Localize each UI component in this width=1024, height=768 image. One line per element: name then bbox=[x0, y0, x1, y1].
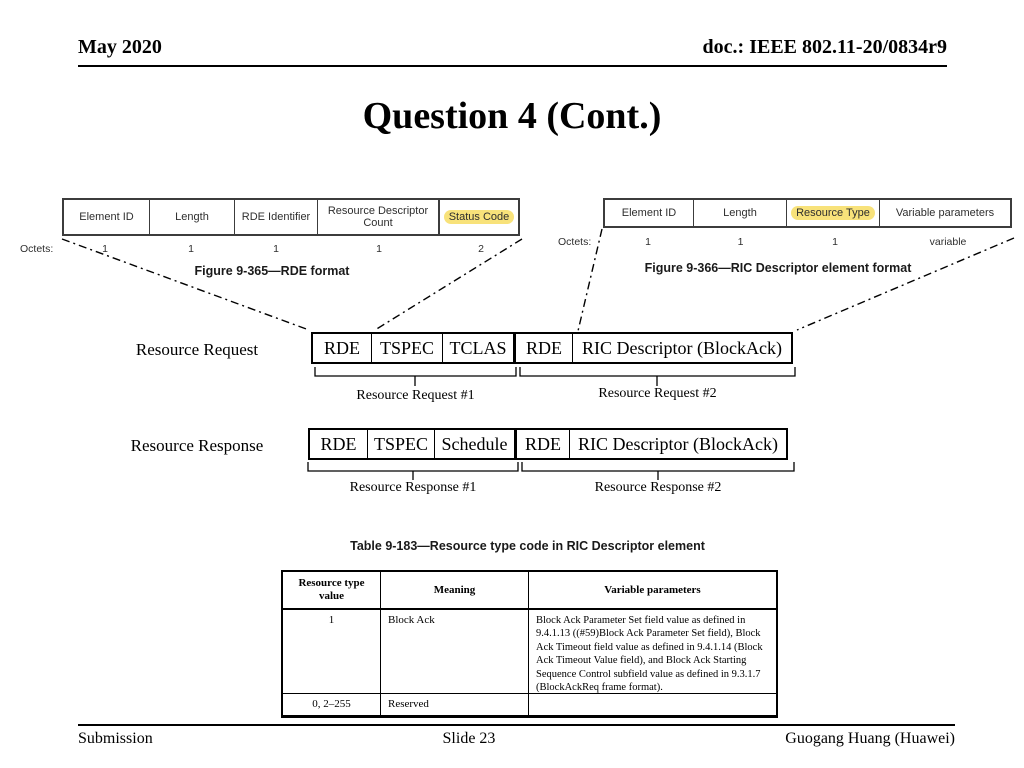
col-header-variable-parameters: Variable parameters bbox=[604, 583, 701, 596]
octet-count: 2 bbox=[478, 243, 484, 255]
field-label: Resource Descriptor Count bbox=[327, 205, 429, 229]
octet-count: variable bbox=[929, 236, 967, 248]
frame-box-tspec: TSPEC bbox=[367, 430, 434, 458]
frame-box-schedule: Schedule bbox=[434, 430, 514, 458]
table-row: 0, 2–255 Reserved bbox=[283, 694, 776, 715]
field-label: Element ID bbox=[621, 207, 677, 219]
resource-response-boxes: RDE TSPEC Schedule RDE RIC Descriptor (B… bbox=[308, 428, 788, 460]
field-element-id: Element ID bbox=[64, 200, 149, 234]
resource-request-label: Resource Request bbox=[135, 340, 259, 359]
octets-row: 1 1 1 1 2 bbox=[62, 243, 522, 255]
field-label: Element ID bbox=[79, 211, 134, 223]
cell-variable-parameters bbox=[529, 694, 776, 715]
cell-meaning: Block Ack bbox=[381, 610, 529, 693]
brace-response-1 bbox=[307, 462, 519, 472]
table-row: 1 Block Ack Block Ack Parameter Set fiel… bbox=[283, 610, 776, 694]
field-status-code: Status Code bbox=[438, 200, 518, 234]
header-doc-number: doc.: IEEE 802.11-20/0834r9 bbox=[702, 36, 947, 58]
figure-ric-format-table: Element ID Length Resource Type Variable… bbox=[603, 198, 1012, 228]
figure-rde-caption: Figure 9-365—RDE format bbox=[194, 264, 350, 278]
frame-box-rde: RDE bbox=[526, 338, 562, 358]
octets-label: Octets: bbox=[20, 243, 54, 255]
col-header-resource-type-value: Resource type value bbox=[283, 572, 381, 608]
frame-box-tspec: TSPEC bbox=[371, 334, 442, 362]
table-caption: Table 9-183—Resource type code in RIC De… bbox=[350, 539, 705, 553]
field-variable-parameters: Variable parameters bbox=[879, 200, 1010, 226]
octets-row: 1 1 1 variable bbox=[603, 236, 1014, 248]
field-length: Length bbox=[693, 200, 786, 226]
frame-box-rde: RDE bbox=[320, 434, 357, 454]
octet-count: 1 bbox=[102, 243, 108, 255]
frame-box-ric-descriptor: RIC Descriptor (BlockAck) bbox=[569, 430, 786, 458]
cell-variable-parameters: Block Ack Parameter Set field value as d… bbox=[536, 615, 763, 694]
header-date: May 2020 bbox=[78, 36, 162, 58]
resource-response-group1: RDE TSPEC Schedule bbox=[308, 428, 516, 460]
footer-author: Guogang Huang (Huawei) bbox=[785, 730, 955, 747]
frame-box-ric-descriptor: RIC Descriptor (BlockAck) bbox=[572, 334, 791, 362]
octet-count: 1 bbox=[376, 243, 382, 255]
resource-type-code-table: Resource type value Meaning Variable par… bbox=[281, 570, 778, 718]
figure-ric-caption: Figure 9-366—RIC Descriptor element form… bbox=[644, 261, 912, 275]
brace-request-2 bbox=[519, 367, 796, 377]
resource-request-2-label: Resource Request #2 bbox=[598, 386, 717, 401]
resource-response-1-label: Resource Response #1 bbox=[349, 480, 477, 495]
col-header-meaning: Meaning bbox=[381, 572, 529, 608]
resource-request-group1: RDE TSPEC TCLAS bbox=[311, 332, 515, 364]
field-element-id: Element ID bbox=[605, 200, 693, 226]
frame-box-rde: RDE bbox=[525, 434, 561, 454]
underbraces bbox=[307, 367, 796, 480]
connector-ric-right bbox=[796, 237, 1015, 331]
resource-request-1-label: Resource Request #1 bbox=[356, 388, 475, 403]
field-resource-type: Resource Type bbox=[786, 200, 879, 226]
field-label: RDE Identifier bbox=[241, 211, 311, 223]
brace-response-2 bbox=[521, 462, 795, 472]
field-label: Length bbox=[175, 211, 209, 223]
page-title: Question 4 (Cont.) bbox=[362, 95, 662, 137]
slide-footer: Submission Slide 23 Guogang Huang (Huawe… bbox=[78, 724, 955, 748]
resource-response-label: Resource Response bbox=[130, 436, 264, 455]
cell-resource-type-value: 1 bbox=[283, 610, 381, 693]
brace-request-1 bbox=[314, 367, 517, 377]
field-label: Length bbox=[723, 207, 757, 219]
table-header-row: Resource type value Meaning Variable par… bbox=[283, 572, 776, 610]
octet-count: 1 bbox=[273, 243, 279, 255]
slide-header: May 2020 doc.: IEEE 802.11-20/0834r9 bbox=[78, 36, 947, 67]
resource-request-boxes: RDE TSPEC TCLAS RDE RIC Descriptor (Bloc… bbox=[311, 332, 793, 364]
octet-count: 1 bbox=[645, 236, 651, 248]
footer-submission: Submission bbox=[78, 730, 153, 747]
field-length: Length bbox=[149, 200, 234, 234]
highlighted-field-label: Resource Type bbox=[791, 206, 875, 220]
highlighted-field-label: Status Code bbox=[443, 210, 515, 224]
resource-request-group2: RDE RIC Descriptor (BlockAck) bbox=[514, 332, 793, 364]
frame-box-rde: RDE bbox=[324, 338, 360, 358]
field-label: Variable parameters bbox=[895, 207, 995, 219]
cell-meaning: Reserved bbox=[381, 694, 529, 715]
octets-label: Octets: bbox=[558, 236, 592, 248]
figure-rde-format-table: Element ID Length RDE Identifier Resourc… bbox=[62, 198, 520, 236]
footer-slide-number: Slide 23 bbox=[442, 730, 496, 747]
frame-box-tclas: TCLAS bbox=[442, 334, 513, 362]
octet-count: 1 bbox=[737, 236, 744, 248]
resource-response-2-label: Resource Response #2 bbox=[594, 480, 722, 495]
field-rde-identifier: RDE Identifier bbox=[234, 200, 317, 234]
field-resource-descriptor-count: Resource Descriptor Count bbox=[317, 200, 438, 234]
resource-response-group2: RDE RIC Descriptor (BlockAck) bbox=[515, 428, 788, 460]
cell-resource-type-value: 0, 2–255 bbox=[283, 694, 381, 715]
octet-count: 1 bbox=[832, 236, 838, 248]
octet-count: 1 bbox=[188, 243, 194, 255]
